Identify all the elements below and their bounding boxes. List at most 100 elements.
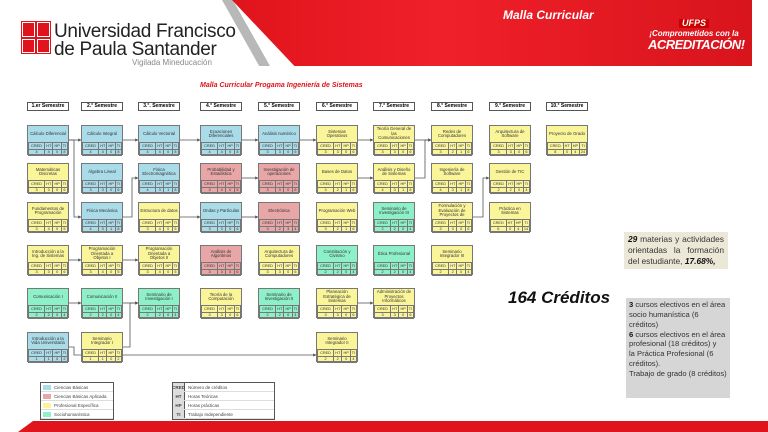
hours-value: 6 bbox=[349, 311, 358, 319]
hours-value: 4 bbox=[373, 186, 392, 194]
hours-value: 3 bbox=[98, 186, 108, 194]
hours-value: 2 bbox=[138, 311, 157, 319]
course-name: Teoría General de las Comunicaciones bbox=[376, 126, 412, 141]
info-percent: 17.68%, bbox=[684, 255, 716, 266]
hours-value: 8 bbox=[60, 148, 69, 156]
info-text: materias y actividades orientadas la for… bbox=[628, 234, 724, 266]
info-box-courses: 29 materias y actividades orientadas la … bbox=[624, 232, 728, 269]
hours-value: 3 bbox=[200, 268, 219, 276]
ufps-logo-icon bbox=[21, 21, 51, 54]
hours-value: 6 bbox=[349, 186, 358, 194]
hours-value: 0 bbox=[163, 148, 173, 156]
practice-text: la Práctica Profesional (6 créditos). bbox=[629, 349, 714, 369]
hours-value: 0 bbox=[163, 225, 173, 233]
course-name: Ética Profesional bbox=[377, 250, 411, 256]
semester-header: 3.°. Semestre bbox=[138, 102, 180, 111]
hours-value: 3 bbox=[283, 225, 293, 233]
thesis-text: Trabajo de grado (8 créditos) bbox=[629, 369, 727, 379]
course-name: Formulación y Evaluación de Proyectos de bbox=[438, 203, 466, 218]
semester-header: 7.° Semestre bbox=[373, 102, 415, 111]
hours-value: 4 bbox=[570, 148, 581, 156]
course-name: Teoría de la Computación bbox=[208, 291, 234, 301]
hours-value: 3 bbox=[98, 225, 108, 233]
hours-value: 4 bbox=[98, 268, 108, 276]
prerequisite-arrow bbox=[123, 301, 139, 348]
hours-value: 8 bbox=[464, 186, 473, 194]
course-name: Gestión de TIC bbox=[495, 168, 525, 174]
hours-value: 3 bbox=[506, 148, 516, 156]
hours-value: 0 bbox=[398, 148, 408, 156]
electives-prof-text: cursos electivos en el área profesional … bbox=[629, 329, 726, 349]
hours-value: 4 bbox=[200, 148, 219, 156]
hours-value: 3 bbox=[81, 186, 100, 194]
legend-key-label: Trabajo Independiente bbox=[188, 411, 233, 417]
hours-value: 2 bbox=[316, 355, 335, 363]
hours-value: 1 bbox=[456, 148, 466, 156]
hours-value: 0 bbox=[456, 268, 466, 276]
course-name: Análisis numérico bbox=[262, 130, 296, 136]
hours-value: 2 bbox=[506, 186, 516, 194]
hours-value: 6 bbox=[464, 148, 473, 156]
course-name: Fundamentos de Programación bbox=[31, 205, 65, 215]
course-name: Matemáticas Discretas bbox=[35, 166, 61, 176]
hours-value: 4 bbox=[291, 225, 300, 233]
semester-header: 9.° Semestre bbox=[489, 102, 531, 111]
semester-header: 5.° Semestre bbox=[258, 102, 300, 111]
hours-value: 6 bbox=[291, 186, 300, 194]
hours-value: 0 bbox=[514, 186, 524, 194]
hours-value: 0 bbox=[456, 225, 466, 233]
hours-value: 3 bbox=[275, 186, 285, 194]
hours-value: 8 bbox=[233, 148, 242, 156]
course-name: Seminario de Investigación I bbox=[145, 291, 173, 301]
course-name: Álgebra Lineal bbox=[88, 168, 116, 174]
course-name: Seminario Integrador I bbox=[91, 335, 113, 345]
hours-value: 4 bbox=[171, 311, 180, 319]
hours-value: 8 bbox=[547, 148, 564, 156]
hours-value: 0 bbox=[106, 311, 116, 319]
hours-value: 3 bbox=[217, 268, 227, 276]
prerequisite-arrow bbox=[69, 346, 317, 357]
hours-value: 8 bbox=[171, 148, 180, 156]
hours-value: 4 bbox=[406, 268, 415, 276]
legend-swatch bbox=[43, 411, 51, 417]
legend-key-label: Horas Teóricas bbox=[188, 393, 218, 399]
hours-value: 2 bbox=[333, 355, 343, 363]
hours-value: 8 bbox=[114, 225, 123, 233]
